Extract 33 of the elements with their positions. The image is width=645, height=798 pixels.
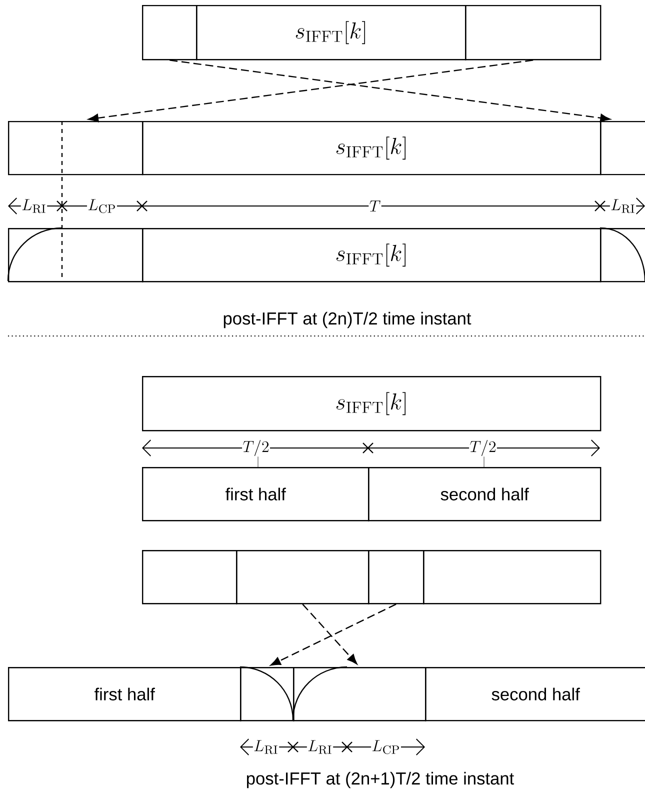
empty-box: [236, 550, 370, 604]
formula-box: $s_{\mathrm{IFFT}}[k]$: [142, 228, 602, 282]
text-box: first half: [142, 467, 370, 522]
dimension-label: $L_{\mathrm{RI}}$: [306, 740, 334, 754]
formula-box: $s_{\mathrm{IFFT}}[k]$: [196, 4, 466, 60]
text-box: second half: [368, 467, 602, 522]
arrow: [170, 60, 610, 122]
dimension-label: $L_{\mathrm{RI}}$: [252, 740, 280, 754]
empty-box: [8, 228, 144, 282]
dimension-label: $T$: [368, 200, 382, 212]
caption: post-IFFT at (2n)T/2 time instant: [224, 312, 472, 328]
dimension-label: $T/2$: [469, 439, 497, 457]
caption: post-IFFT at (2n+1)T/2 time instant: [246, 772, 514, 788]
arrow: [270, 604, 396, 666]
empty-box: [142, 550, 238, 604]
dimension-label: $L_{\mathrm{CP}}$: [371, 740, 401, 754]
empty-box: [142, 4, 198, 60]
dimension-label: $T/2$: [242, 439, 270, 457]
empty-box: [423, 550, 602, 604]
dimension-label: $L_{\mathrm{RI}}$: [20, 198, 48, 214]
text-box: second half: [425, 667, 645, 722]
arrow: [88, 60, 534, 122]
empty-box: [465, 4, 602, 60]
dimension-label: $L_{\mathrm{RI}}$: [610, 198, 636, 214]
formula-box: $s_{\mathrm{IFFT}}[k]$: [142, 376, 602, 432]
empty-box: [293, 667, 426, 722]
empty-box: [600, 120, 645, 176]
formula-box: $s_{\mathrm{IFFT}}[k]$: [142, 120, 602, 176]
arrow: [302, 604, 358, 664]
empty-box: [8, 120, 144, 176]
text-box: first half: [8, 667, 242, 722]
dimension-label: $L_{\mathrm{CP}}$: [87, 198, 117, 214]
empty-box: [368, 550, 424, 604]
